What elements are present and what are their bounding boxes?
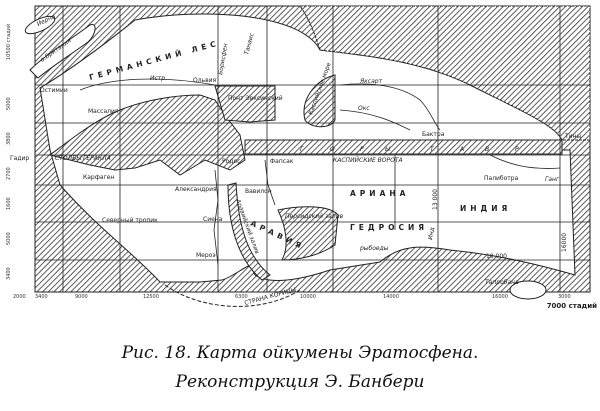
taurus-letter: Г	[300, 146, 304, 153]
taprobane-island	[509, 280, 547, 300]
y-tick: 1600	[6, 197, 12, 210]
label-persian-gulf: Персидский залив	[285, 213, 344, 220]
caption-line-2: Реконструкция Э. Банбери	[175, 372, 425, 392]
x-tick: 16000	[492, 294, 508, 300]
label-india: ИНДИЯ	[460, 204, 511, 213]
label-carthage: Карфаген	[83, 174, 114, 181]
x-tick: 3400	[35, 294, 48, 300]
taurus-letter: Р	[515, 146, 519, 153]
taurus-mountains	[244, 139, 563, 155]
label-16000: 16000	[561, 233, 568, 252]
label-ostimii: Остимии	[40, 87, 68, 94]
label-gadir: Гадир	[10, 155, 29, 162]
label-ariana: АРИАНА	[350, 189, 409, 198]
label-fish-eaters: рыбоеды	[359, 245, 389, 252]
label-syene: Сиена	[203, 216, 223, 223]
persian-gulf	[277, 206, 339, 261]
arabian-gulf	[227, 182, 271, 281]
y-tick: 5000	[6, 97, 12, 110]
taurus-letter: О	[330, 146, 335, 153]
caspian-sea	[303, 74, 336, 128]
eratosthenes-map: Иерна о.Британия ГЕРМАНСКИЙ ЛЕС Истр Оль…	[5, 5, 597, 310]
pontus	[214, 85, 276, 123]
label-yaksart: Яксарт	[359, 78, 383, 85]
label-indus: Инд	[427, 227, 436, 241]
britain	[29, 24, 96, 79]
label-taurus: Г О Р Ы Т А В Р	[300, 146, 519, 153]
label-palibothra: Палиботра	[484, 175, 519, 182]
label-tropic: Северный тропик	[102, 217, 158, 224]
y-tick: 3800	[6, 132, 12, 145]
label-babylon: Вавилон	[245, 188, 272, 195]
label-oks: Окс	[358, 105, 370, 112]
label-13000: 13 000	[432, 189, 439, 210]
x-axis-ticks: 2000 3400 9000 12500 6300 10000 14000 16…	[13, 294, 597, 310]
grid	[35, 6, 590, 292]
x-tick: 12500	[143, 294, 159, 300]
x-tick: 2000	[13, 294, 26, 300]
label-thinae: Тины	[564, 133, 581, 140]
taurus-letter: Ы	[385, 146, 391, 153]
label-alexandria: Александрия	[175, 186, 217, 193]
label-taprobane: Тапробана	[485, 279, 519, 286]
x-tick: 9000	[75, 294, 88, 300]
x-tick: 14000	[383, 294, 399, 300]
label-ganges: Ганг	[545, 176, 560, 183]
caption-line-1: Рис. 18. Карта ойкумены Эратосфена.	[121, 343, 479, 363]
taurus-letter: В	[485, 146, 489, 153]
label-istr: Истр	[150, 75, 165, 82]
label-gedrosia: ГЕДРОСИЯ	[350, 223, 428, 232]
cinnamon-coast	[164, 284, 301, 307]
label-pont: Понт Эвксинский	[228, 95, 283, 102]
ierna	[24, 15, 56, 35]
taurus-letter: Т	[430, 146, 435, 153]
label-meroe: Мероэ	[196, 252, 216, 259]
label-caspian-gates: КАСПИЙСКИЕ ВОРОТА	[333, 157, 403, 164]
label-thapsacus: Фапсак	[270, 158, 294, 165]
label-19000: 19 000	[486, 253, 507, 260]
x-tick: 10000	[300, 294, 316, 300]
label-massalia: Массалия	[88, 108, 119, 115]
x-tick-end: 7000 стадий	[547, 302, 597, 310]
taurus-letter: А	[459, 146, 464, 153]
x-tick: 3000	[558, 294, 571, 300]
label-baktra: Бактра	[422, 131, 445, 138]
northern-ocean	[299, 5, 591, 141]
y-tick: 5000	[6, 232, 12, 245]
y-tick: 10500 стадий	[5, 24, 12, 60]
taurus-letter: Р	[360, 146, 364, 153]
label-pillars: СТОЛБЫ ГЕРАКЛА	[55, 155, 111, 162]
y-tick: 2700	[6, 167, 12, 180]
label-rhodes: Родос	[222, 158, 240, 165]
label-olbia: Ольвия	[193, 77, 217, 84]
x-tick: 6300	[235, 294, 248, 300]
y-axis-ticks: 10500 стадий 5000 3800 2700 1600 5000 34…	[5, 24, 12, 280]
y-tick: 3400	[6, 267, 12, 280]
